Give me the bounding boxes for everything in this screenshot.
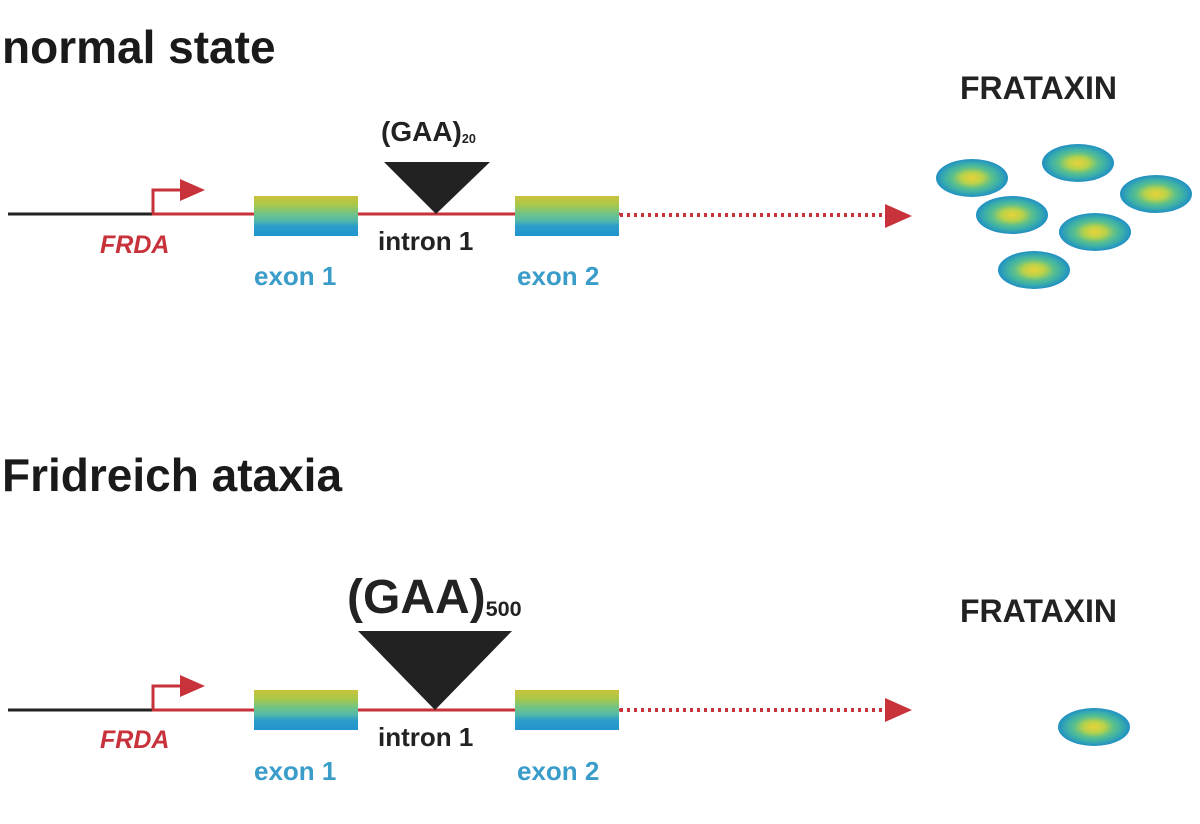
expression-arrowhead-icon <box>885 698 912 722</box>
protein-cluster-normal <box>936 144 1192 289</box>
repeat-label-normal: (GAA)20 <box>381 116 476 147</box>
frataxin-protein-icon <box>998 251 1070 289</box>
exon-1-normal <box>254 196 358 236</box>
promoter-arrow-icon <box>151 684 182 710</box>
expression-arrowhead-icon <box>885 204 912 228</box>
protein-label-normal: FRATAXIN <box>960 70 1118 106</box>
protein-label-disease: FRATAXIN <box>960 593 1118 629</box>
exon-2-label-disease: exon 2 <box>517 756 600 786</box>
intron-label-normal: intron 1 <box>378 226 474 256</box>
promoter-arrowhead-icon <box>180 675 205 697</box>
repeat-triangle-normal <box>384 162 490 214</box>
frataxin-protein-icon <box>1120 175 1192 213</box>
promoter-arrowhead-icon <box>180 179 205 201</box>
frataxin-protein-icon <box>976 196 1048 234</box>
gene-label-disease: FRDA <box>100 726 170 754</box>
exon-1-disease <box>254 690 358 730</box>
intron-label-disease: intron 1 <box>378 722 474 752</box>
exon-2-label-normal: exon 2 <box>517 261 600 291</box>
exon-1-label-normal: exon 1 <box>254 261 337 291</box>
exon-1-label-disease: exon 1 <box>254 756 337 786</box>
panel-title-disease: Fridreich ataxia <box>2 449 343 501</box>
repeat-label-disease: (GAA)500 <box>347 571 522 624</box>
frataxin-protein-icon <box>936 159 1008 197</box>
exon-2-disease <box>515 690 619 730</box>
promoter-arrow-icon <box>151 188 182 214</box>
exon-2-normal <box>515 196 619 236</box>
panel-title-normal: normal state <box>2 21 276 73</box>
repeat-triangle-disease <box>358 631 512 710</box>
gene-label-normal: FRDA <box>100 231 170 259</box>
frataxin-protein-icon <box>1042 144 1114 182</box>
frataxin-protein-icon <box>1058 708 1130 746</box>
frataxin-protein-icon <box>1059 213 1131 251</box>
